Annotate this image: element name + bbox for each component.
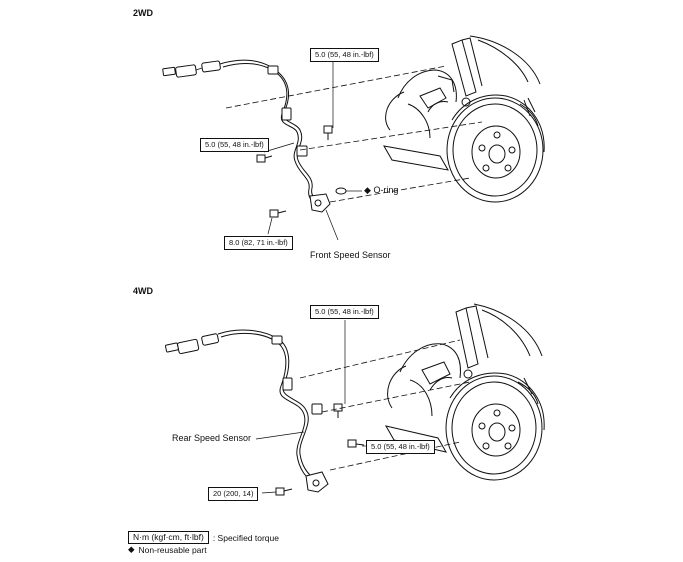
section-label-4wd: 4WD	[133, 286, 153, 296]
top-connector	[162, 60, 221, 78]
front-speed-sensor-label: Front Speed Sensor	[310, 250, 391, 260]
top-assembly-drawing	[162, 35, 545, 241]
bottom-bolt-bottom	[275, 487, 293, 496]
torque-box-bottom-right: 5.0 (55, 48 in.-lbf)	[366, 440, 435, 454]
top-bolt-upper	[323, 125, 333, 140]
top-knuckle-assembly	[383, 35, 541, 171]
legend-nonreusable: ◆ Non-reusable part	[128, 544, 207, 555]
bottom-sensor-wire	[217, 329, 317, 481]
torque-box-top-left: 5.0 (55, 48 in.-lbf)	[200, 138, 269, 152]
section-label-2wd: 2WD	[133, 8, 153, 18]
oring-symbol	[335, 187, 347, 195]
oring-callout: ◆ O-ring	[364, 185, 398, 196]
bottom-brake-rotor	[445, 372, 545, 481]
rear-speed-sensor-label: Rear Speed Sensor	[172, 433, 252, 443]
bottom-knuckle-assembly	[384, 303, 543, 453]
top-sensor-wire	[219, 59, 321, 203]
torque-box-top-bottom: 8.0 (82, 71 in.-lbf)	[224, 236, 293, 250]
bottom-bolt-right	[347, 439, 365, 448]
top-bolt-left	[256, 154, 273, 163]
bottom-bolt-upper	[333, 403, 343, 418]
torque-box-bottom-upper: 5.0 (55, 48 in.-lbf)	[310, 305, 379, 319]
torque-box-top-upper: 5.0 (55, 48 in.-lbf)	[310, 48, 379, 62]
torque-box-bottom-bottom: 20 (200, 14)	[208, 487, 259, 501]
nonreusable-marker: ◆	[364, 185, 371, 195]
legend-torque-unit: N·m (kgf·cm, ft·lbf)	[128, 531, 209, 544]
legend-torque-desc: : Specified torque	[212, 532, 279, 543]
oring-label: O-ring	[373, 185, 399, 195]
top-brake-rotor	[446, 94, 545, 203]
legend-nonreusable-marker: ◆	[128, 544, 135, 554]
top-bolt-bottom	[269, 209, 287, 218]
rear-speed-sensor	[305, 471, 329, 493]
front-speed-sensor	[309, 193, 331, 213]
legend-torque: N·m (kgf·cm, ft·lbf) : Specified torque	[128, 531, 279, 544]
legend-nonreusable-desc: Non-reusable part	[138, 544, 207, 555]
bottom-assembly-drawing	[164, 303, 545, 496]
bottom-connector	[164, 333, 219, 355]
